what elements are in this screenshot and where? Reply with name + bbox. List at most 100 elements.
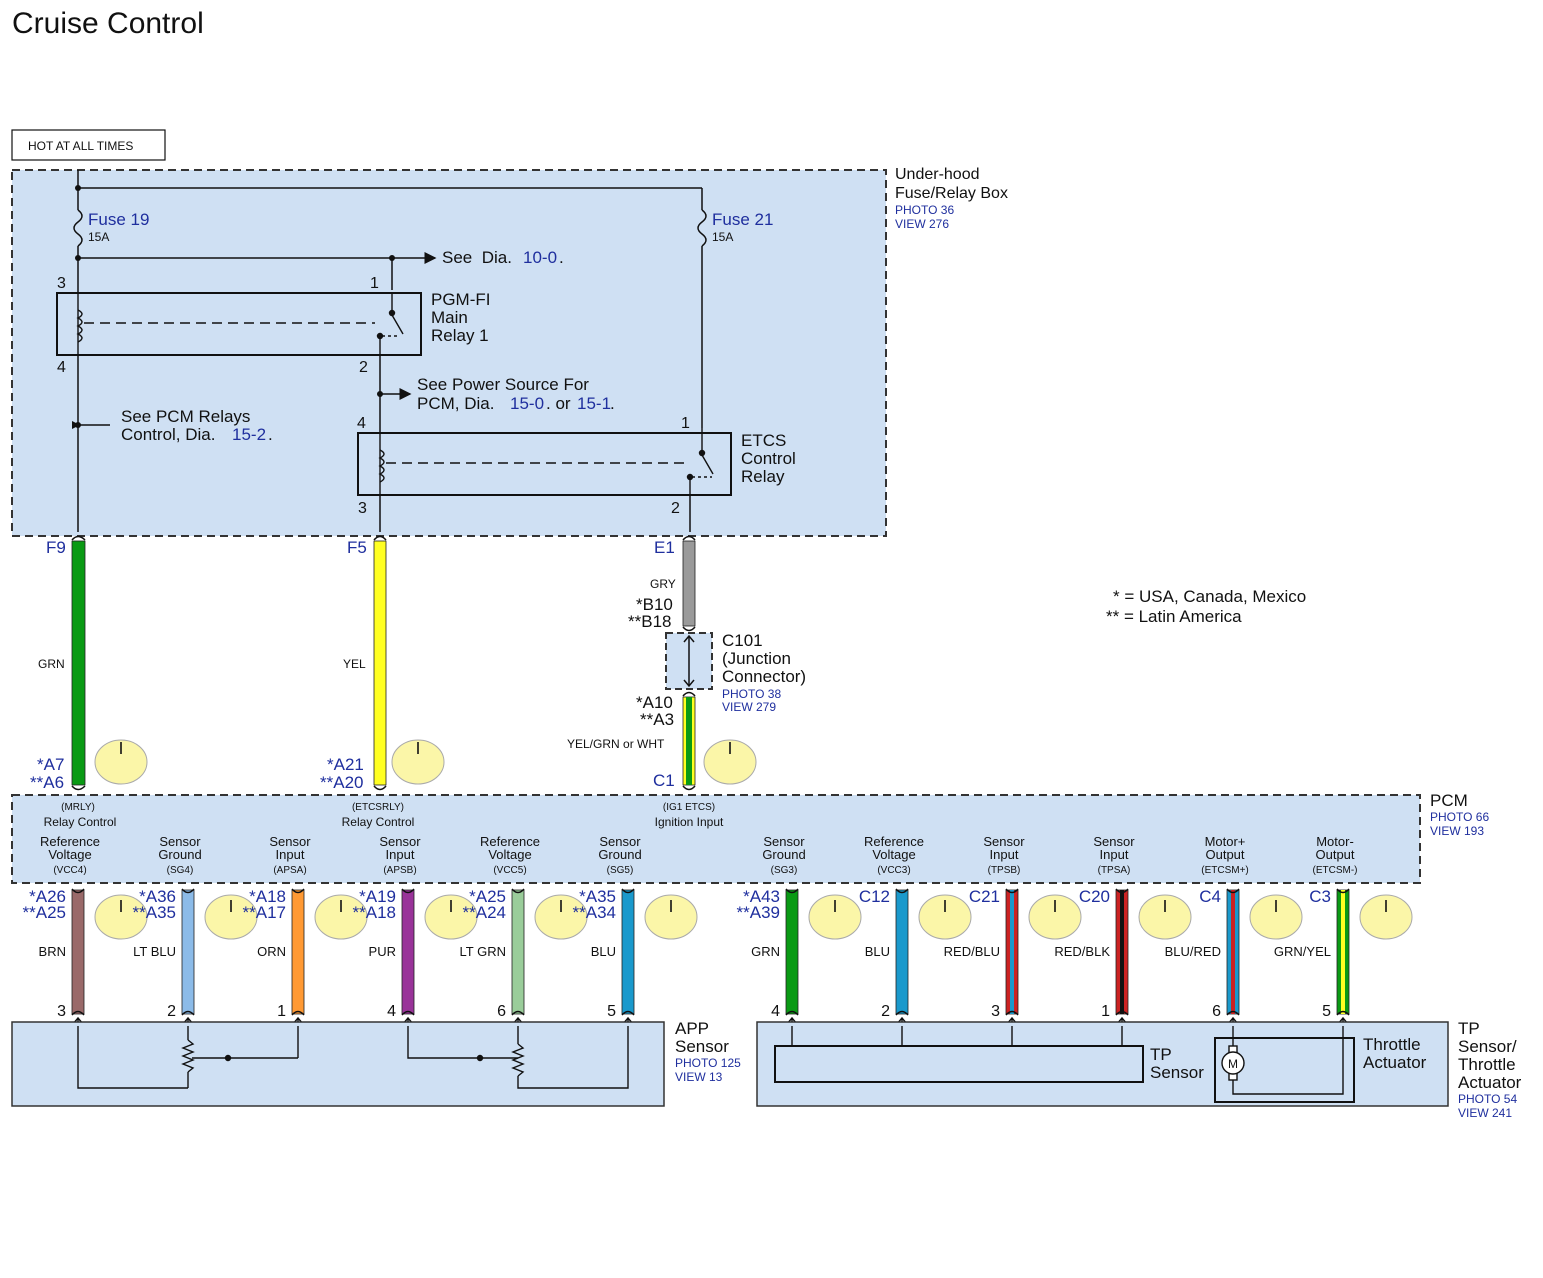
wire-color-label-7: BLU [865, 944, 890, 959]
etcs-relay-pin-4: 4 [357, 415, 366, 432]
tp-actuator-name-4: Actuator [1458, 1073, 1522, 1092]
app-sensor-internals [77, 1026, 629, 1089]
wire-5-blu [621, 888, 635, 1026]
hot-at-all-times-box [11, 129, 166, 161]
pcm-pin-usa-7: C12 [859, 887, 890, 906]
pcm-pin-label-2-line1: Sensor [269, 834, 311, 849]
wire-9-redblk [1115, 888, 1129, 1026]
pcm-pin-label-3-line1: Sensor [379, 834, 421, 849]
tp-actuator-view-link[interactable]: VIEW 241 [1458, 1106, 1512, 1120]
pcm-pin-usa-11: C3 [1309, 887, 1331, 906]
c101-name-3: Connector) [722, 667, 806, 686]
pcm-view-link[interactable]: VIEW 193 [1430, 824, 1484, 838]
pgm-relay-pin-2: 2 [359, 359, 368, 376]
pcm-name: PCM [1430, 791, 1468, 810]
etcs-relay-name-3: Relay [741, 467, 785, 486]
see-dia-text: See Dia. [442, 248, 512, 267]
test-point-f5[interactable] [391, 739, 445, 785]
test-point-6[interactable] [808, 894, 862, 940]
sensor-pin-4: 6 [497, 1003, 506, 1020]
wire-1-ltblu [181, 888, 195, 1026]
footnote-usa: * = USA, Canada, Mexico [1113, 587, 1306, 606]
pgm-fi-main-relay [56, 292, 422, 356]
pcm-pin-code-6: (SG3) [771, 865, 798, 876]
wire-color-label-4: LT GRN [460, 944, 506, 959]
c101-in-usa: *B10 [636, 595, 673, 614]
power-source-note-2: PCM, Dia. [417, 394, 494, 413]
see-dia-10-0-link[interactable]: 10-0 [523, 248, 557, 267]
app-sensor-box [11, 1021, 665, 1107]
power-source-15-0-link[interactable]: 15-0 [510, 394, 544, 413]
app-sensor-view-link[interactable]: VIEW 13 [675, 1070, 723, 1084]
pcm-sig-mrly-name: Relay Control [44, 815, 117, 829]
etcs-control-relay [357, 432, 732, 496]
sensor-pin-9: 1 [1101, 1003, 1110, 1020]
pcm-pin-code-4: (VCC5) [493, 865, 526, 876]
pcm-sig-etcsrly-name: Relay Control [342, 815, 415, 829]
pcm-pin-code-8: (TPSB) [988, 865, 1021, 876]
test-point-2[interactable] [314, 894, 368, 940]
pcm-relays-note-suffix: . [268, 425, 273, 444]
fuse-box-photo-link[interactable]: PHOTO 36 [895, 203, 954, 217]
pcm-pin-label-6-line1: Sensor [763, 834, 805, 849]
test-point-10[interactable] [1249, 894, 1303, 940]
pcm-relays-dia-15-2-link[interactable]: 15-2 [232, 425, 266, 444]
c101-out-usa: *A10 [636, 693, 673, 712]
test-point-0[interactable] [94, 894, 148, 940]
fuse-21-symbol [697, 209, 707, 428]
test-point-5[interactable] [644, 894, 698, 940]
pcm-pin-latin-6: **A39 [737, 903, 780, 922]
wire-0-brn [71, 888, 85, 1026]
sensor-pin-7: 2 [881, 1003, 890, 1020]
c101-photo-link[interactable]: PHOTO 38 [722, 687, 781, 701]
test-point-3[interactable] [424, 894, 478, 940]
test-point-11[interactable] [1359, 894, 1413, 940]
fuse-box-view-link[interactable]: VIEW 276 [895, 217, 949, 231]
pcm-pin-label-2-line2: Input [276, 847, 305, 862]
page-title: Cruise Control [12, 7, 204, 40]
test-point-9[interactable] [1138, 894, 1192, 940]
pcm-relays-note-2: Control, Dia. [121, 425, 215, 444]
power-source-15-1-link[interactable]: 15-1 [577, 394, 611, 413]
test-point-8[interactable] [1028, 894, 1082, 940]
tp-actuator-photo-link[interactable]: PHOTO 54 [1458, 1092, 1517, 1106]
pcm-pin-label-4-line1: Reference [480, 834, 540, 849]
power-source-note-1: See Power Source For [417, 375, 589, 394]
lower-wire-group: ReferenceVoltage(VCC4)*A26**A25BRN3Senso… [23, 834, 1413, 1026]
app-sensor-photo-link[interactable]: PHOTO 125 [675, 1056, 741, 1070]
pgm-relay-internals [76, 293, 404, 355]
etcs-relay-pin-2: 2 [671, 500, 680, 517]
tp-sensor-element [774, 1045, 1144, 1083]
pcm-pin-label-3-line2: Input [386, 847, 415, 862]
pin-c1: C1 [653, 771, 675, 790]
pcm-pin-usa-4: *A25 [469, 887, 506, 906]
pcm-pin-label-8-line2: Input [990, 847, 1019, 862]
sensor-pin-2: 1 [277, 1003, 286, 1020]
c101-view-link[interactable]: VIEW 279 [722, 700, 776, 714]
test-point-7[interactable] [918, 894, 972, 940]
etcs-relay-name-2: Control [741, 449, 796, 468]
pcm-photo-link[interactable]: PHOTO 66 [1430, 810, 1489, 824]
test-point-c1[interactable] [703, 739, 757, 785]
pgm-relay-pin-4: 4 [57, 359, 66, 376]
test-point-f9[interactable] [94, 739, 148, 785]
pcm-pin-code-3: (APSB) [383, 865, 416, 876]
sensor-pin-3: 4 [387, 1003, 396, 1020]
test-point-4[interactable] [534, 894, 588, 940]
pcm-pin-usa-1: *A36 [139, 887, 176, 906]
pcm-pin-code-5: (SG5) [607, 865, 634, 876]
etcs-relay-internals [378, 428, 714, 495]
c101-out-latin: **A3 [640, 710, 674, 729]
wire-3-pur [401, 888, 415, 1026]
throttle-actuator-label-1: Throttle [1363, 1035, 1421, 1054]
pin-a21: *A21 [327, 755, 364, 774]
tp-sensor-label-1: TP [1150, 1045, 1172, 1064]
pcm-pin-label-1-line2: Ground [158, 847, 201, 862]
test-point-1[interactable] [204, 894, 258, 940]
tp-actuator-box [756, 1021, 1449, 1107]
app-sensor-name-1: APP [675, 1019, 709, 1038]
power-source-or: . or [546, 394, 571, 413]
pcm-relays-note-1: See PCM Relays [121, 407, 250, 426]
pcm-pin-code-7: (VCC3) [877, 865, 910, 876]
